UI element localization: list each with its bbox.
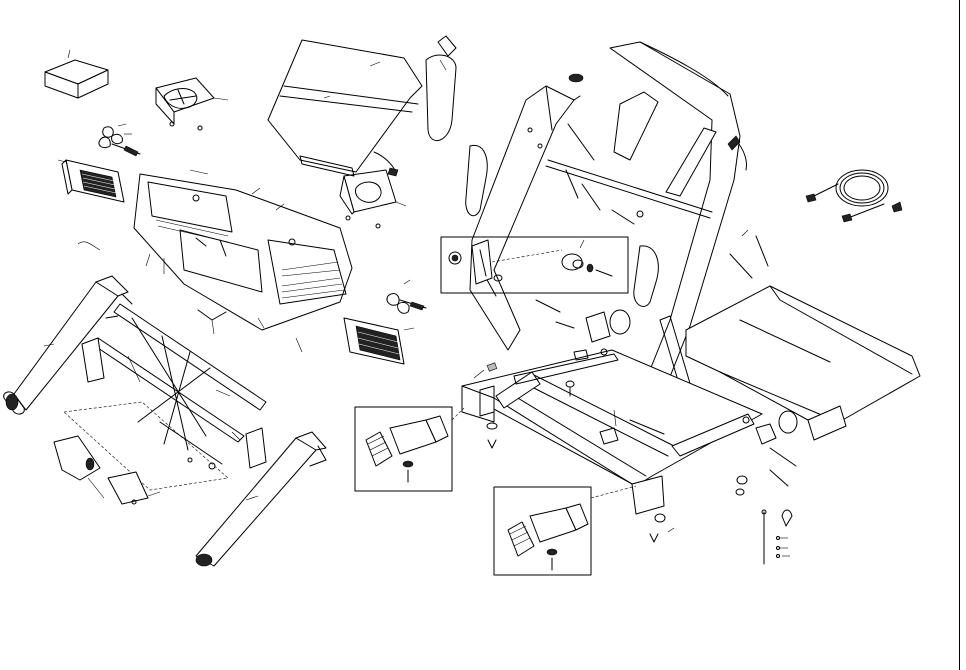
upright-left: [465, 85, 581, 351]
crossbar-bolts: [565, 73, 769, 279]
power-cord: [805, 169, 903, 223]
fan-left: [98, 123, 141, 157]
fan-housing-top: [155, 77, 229, 131]
console-ribbon-screws: [77, 169, 303, 353]
walking-deck: [685, 285, 921, 441]
console-cover: [267, 39, 423, 177]
upright-right: [545, 41, 747, 449]
hardware-key: [761, 509, 793, 565]
fan-housing-right: [339, 169, 407, 229]
fan-right: [386, 279, 427, 314]
base-frame-left: [63, 303, 267, 491]
hand-grip-strap: [425, 35, 457, 142]
speaker-grille-right: [343, 317, 415, 365]
speaker-grille-left: [57, 159, 125, 203]
console-base: [133, 173, 353, 331]
leveling-feet-bag: [53, 435, 161, 505]
console-manual-box: [44, 49, 109, 99]
wheel-detail-box-left: [354, 406, 465, 492]
wheel-detail-box-right: [493, 485, 637, 576]
base-frame-main: [461, 299, 798, 543]
pivot-detail-box: [440, 236, 629, 294]
page-border-right: [959, 0, 960, 670]
rear-leg-left: [3, 275, 133, 415]
rear-leg-right: [195, 431, 327, 567]
